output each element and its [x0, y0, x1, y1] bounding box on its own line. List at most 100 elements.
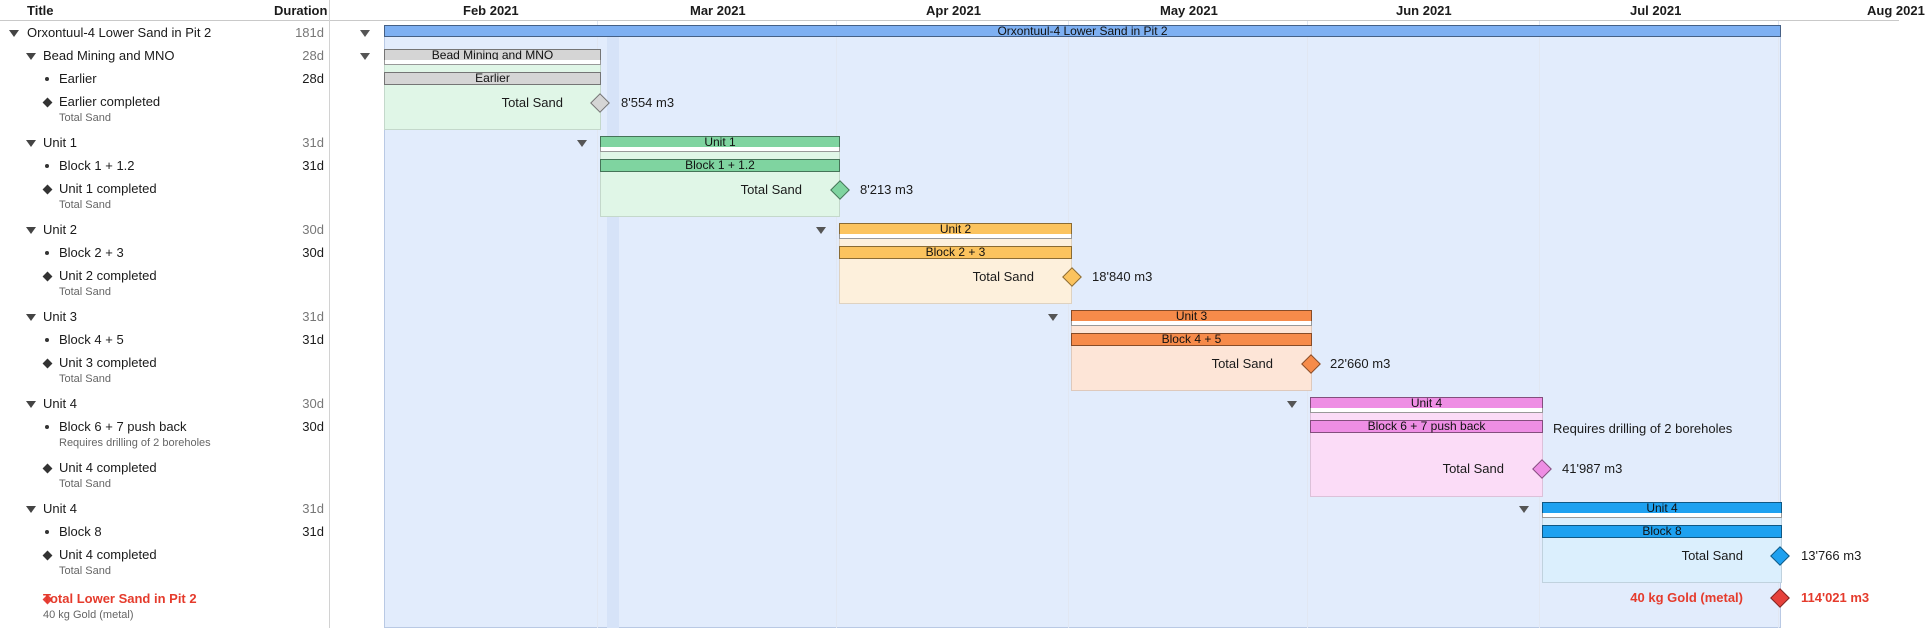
outline-row-unit1[interactable]: Unit 1 31d — [0, 132, 330, 154]
outline-row-block4[interactable]: Block 4 + 5 31d — [0, 329, 330, 351]
outline-row-unit1-completed[interactable]: Unit 1 completed Total Sand — [0, 178, 330, 216]
row-note: Total Sand — [59, 373, 111, 385]
unit1-milestone-label: Total Sand — [740, 182, 802, 197]
row-duration: 31d — [302, 501, 324, 516]
month-header-mar: Mar 2021 — [690, 3, 746, 18]
unit4-milestone-value: 41'987 m3 — [1562, 461, 1623, 476]
row-note: Total Sand — [59, 478, 111, 490]
row-title: Unit 1 completed — [59, 181, 157, 196]
gantt-collapse-triangle-icon[interactable] — [360, 30, 370, 37]
row-duration: 31d — [302, 524, 324, 539]
today-marker — [607, 34, 619, 628]
block4-task-bar[interactable]: Block 4 + 5 — [1071, 333, 1312, 346]
collapse-triangle-icon[interactable] — [26, 227, 36, 234]
month-header-feb: Feb 2021 — [463, 3, 519, 18]
gantt-collapse-triangle-icon[interactable] — [577, 140, 587, 147]
row-title: Unit 2 completed — [59, 268, 157, 283]
month-header-aug: Aug 2021 — [1867, 3, 1925, 18]
month-gridline — [1068, 21, 1069, 628]
row-title: Block 1 + 1.2 — [59, 158, 135, 173]
block2-task-bar[interactable]: Block 2 + 3 — [839, 246, 1072, 259]
row-title: Unit 1 — [43, 135, 77, 150]
row-duration: 31d — [302, 158, 324, 173]
project-group-bar[interactable]: Orxontuul-4 Lower Sand in Pit 2 — [384, 25, 1781, 37]
outline-row-block8[interactable]: Block 8 31d — [0, 521, 330, 543]
gantt-collapse-triangle-icon[interactable] — [1287, 401, 1297, 408]
bead-group-bar-foot — [384, 60, 601, 65]
unit1-group-bar-foot — [600, 147, 840, 152]
month-gridline — [1539, 21, 1540, 628]
month-gridline — [597, 21, 598, 628]
outline-row-block1[interactable]: Block 1 + 1.2 31d — [0, 155, 330, 177]
outline-row-unit3[interactable]: Unit 3 31d — [0, 306, 330, 328]
row-note: Requires drilling of 2 boreholes — [59, 437, 211, 449]
month-header-jul: Jul 2021 — [1630, 3, 1682, 18]
outline-row-unit4[interactable]: Unit 4 30d — [0, 393, 330, 415]
collapse-triangle-icon[interactable] — [26, 140, 36, 147]
block6-task-note: Requires drilling of 2 boreholes — [1553, 421, 1733, 436]
outline-row-earlier-completed[interactable]: Earlier completed Total Sand — [0, 91, 330, 129]
gantt-collapse-triangle-icon[interactable] — [1048, 314, 1058, 321]
row-duration: 30d — [302, 419, 324, 434]
unit1-group-bar[interactable]: Unit 1 — [600, 136, 840, 148]
block8-task-bar[interactable]: Block 8 — [1542, 525, 1782, 538]
outline-row-block6[interactable]: Block 6 + 7 push back 30d Requires drill… — [0, 416, 330, 454]
row-duration: 31d — [302, 332, 324, 347]
duration-column-header[interactable]: Duration — [274, 3, 328, 18]
task-bullet-icon — [45, 77, 49, 81]
total-milestone-value: 114'021 m3 — [1801, 590, 1870, 605]
milestone-diamond-icon — [42, 463, 53, 474]
row-duration: 181d — [295, 25, 324, 40]
outline-row-unit4b[interactable]: Unit 4 31d — [0, 498, 330, 520]
month-header-jun: Jun 2021 — [1396, 3, 1452, 18]
timeline-header: Title Duration Feb 2021 Mar 2021 Apr 202… — [0, 0, 1925, 21]
outline-row-total[interactable]: Total Lower Sand in Pit 2 40 kg Gold (me… — [0, 588, 330, 626]
task-bullet-icon — [45, 338, 49, 342]
outline-row-earlier[interactable]: Earlier 28d — [0, 68, 330, 90]
row-duration: 30d — [302, 396, 324, 411]
row-title: Unit 2 — [43, 222, 77, 237]
unit2-group-bar-foot — [839, 234, 1072, 239]
unit2-milestone-value: 18'840 m3 — [1092, 269, 1153, 284]
unit1-milestone-value: 8'213 m3 — [860, 182, 914, 197]
unit1-span-background — [600, 147, 840, 217]
unit4b-group-bar-foot — [1542, 513, 1782, 518]
gantt-collapse-triangle-icon[interactable] — [1519, 506, 1529, 513]
title-column-header[interactable]: Title — [27, 3, 54, 18]
milestone-diamond-icon — [42, 184, 53, 195]
outline-row-unit2[interactable]: Unit 2 30d — [0, 219, 330, 241]
outline-row-project[interactable]: Orxontuul-4 Lower Sand in Pit 2 181d — [0, 22, 330, 44]
outline-row-unit2-completed[interactable]: Unit 2 completed Total Sand — [0, 265, 330, 303]
task-bullet-icon — [45, 251, 49, 255]
outline-row-unit3-completed[interactable]: Unit 3 completed Total Sand — [0, 352, 330, 390]
unit3-milestone-label: Total Sand — [1211, 356, 1273, 371]
row-title: Unit 3 completed — [59, 355, 157, 370]
gantt-collapse-triangle-icon[interactable] — [816, 227, 826, 234]
block1-task-bar[interactable]: Block 1 + 1.2 — [600, 159, 840, 172]
row-note: Total Sand — [59, 565, 111, 577]
block6-task-bar[interactable]: Block 6 + 7 push back — [1310, 420, 1543, 433]
collapse-triangle-icon[interactable] — [26, 314, 36, 321]
unit4b-milestone-value: 13'766 m3 — [1801, 548, 1862, 563]
month-gridline — [836, 21, 837, 628]
outline-row-block2[interactable]: Block 2 + 3 30d — [0, 242, 330, 264]
unit2-span-background — [839, 234, 1072, 304]
total-milestone-label: 40 kg Gold (metal) — [1630, 590, 1743, 605]
row-duration: 30d — [302, 222, 324, 237]
column-separator — [329, 0, 330, 628]
outline-row-bead-group[interactable]: Bead Mining and MNO 28d — [0, 45, 330, 67]
month-gridline — [1778, 21, 1779, 628]
outline-row-unit4b-completed[interactable]: Unit 4 completed Total Sand — [0, 544, 330, 582]
outline-row-unit4-completed[interactable]: Unit 4 completed Total Sand — [0, 457, 330, 495]
collapse-triangle-icon[interactable] — [26, 506, 36, 513]
collapse-triangle-icon[interactable] — [9, 30, 19, 37]
milestone-diamond-icon — [42, 271, 53, 282]
month-header-may: May 2021 — [1160, 3, 1218, 18]
row-title: Orxontuul-4 Lower Sand in Pit 2 — [27, 25, 212, 40]
collapse-triangle-icon[interactable] — [26, 401, 36, 408]
earlier-task-bar[interactable]: Earlier — [384, 72, 601, 85]
row-title: Total Lower Sand in Pit 2 — [43, 591, 197, 606]
collapse-triangle-icon[interactable] — [26, 53, 36, 60]
gantt-collapse-triangle-icon[interactable] — [360, 53, 370, 60]
